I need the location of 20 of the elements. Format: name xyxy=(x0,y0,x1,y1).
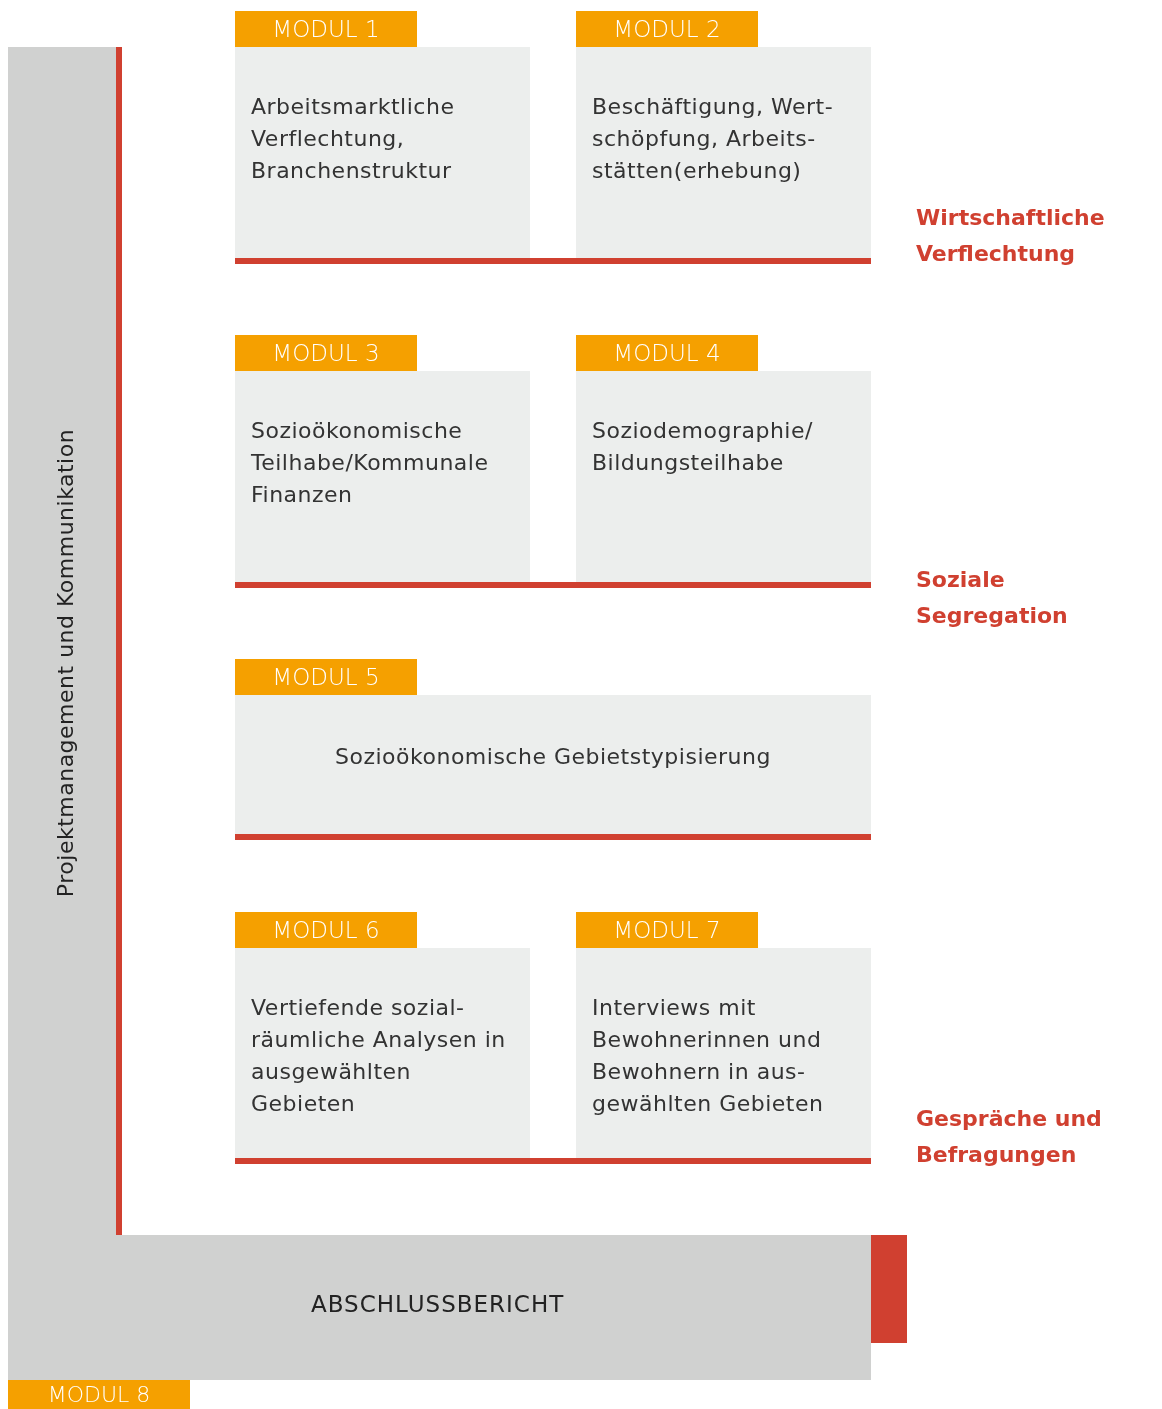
module-tab: MODUL 2 xyxy=(576,11,758,47)
module-card: Interviews mit Bewohnerinnen und Bewohnern in aus- gewählten Gebieten xyxy=(576,948,871,1159)
report-heading: ABSCHLUSSBERICHT xyxy=(311,1291,565,1317)
module-card: Sozioökonomische Teilhabe/Kommunale Finanzen xyxy=(235,371,530,582)
module-tab: MODUL 3 xyxy=(235,335,417,371)
section-label: Gespräche und Befragungen xyxy=(916,1105,1103,1169)
module-tab: MODUL 6 xyxy=(235,912,417,948)
module-tab: MODUL 8 xyxy=(8,1380,190,1409)
module-tab: MODUL 7 xyxy=(576,912,758,948)
module-card: Sozioökonomische Gebietstypisierung xyxy=(235,695,871,834)
module-tab: MODUL 1 xyxy=(235,11,417,47)
module-tab: MODUL 4 xyxy=(576,335,758,371)
module-card: Beschäftigung, Wert- schöpfung, Arbeits- stätten(erhebung) xyxy=(576,47,871,258)
module-card: Soziodemographie/ Bildungsteilhabe xyxy=(576,371,871,582)
section-label: Soziale Segregation xyxy=(916,566,1069,630)
vertical-heading: Projektmanagement und Kommunikation xyxy=(52,428,78,898)
section-label: Wirtschaftliche Verflechtung xyxy=(916,204,1106,268)
module-card: Arbeitsmarktliche Verflechtung, Branchenstruktur xyxy=(235,47,530,258)
module-card: Vertiefende sozial- räumliche Analysen in ausgewählten Gebieten xyxy=(235,948,530,1159)
module-tab: MODUL 5 xyxy=(235,659,417,695)
